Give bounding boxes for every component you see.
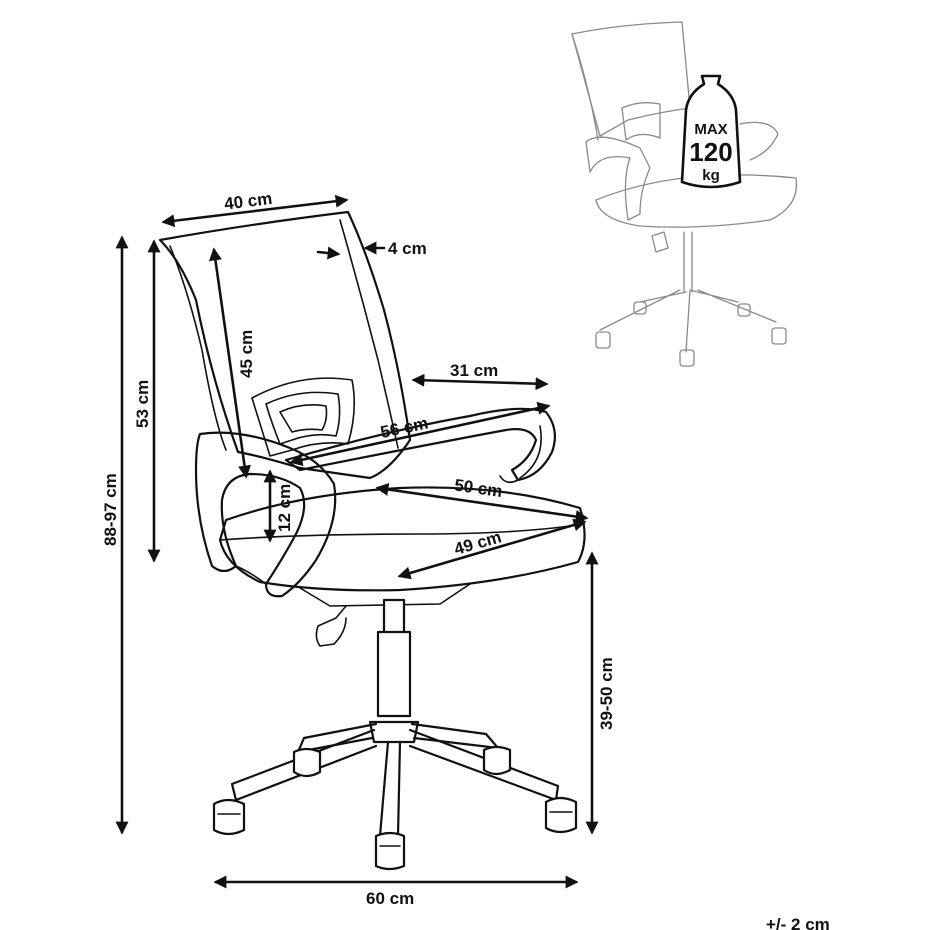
badge-max-text: MAX — [694, 121, 727, 138]
label-armrest-height: 12 cm — [275, 484, 294, 532]
dim-line-thickness-left — [316, 246, 341, 260]
dim-line-armrest-length — [411, 373, 549, 391]
label-seat-height: 39-50 cm — [597, 657, 616, 730]
label-base-width: 60 cm — [366, 889, 414, 908]
label-seat-width: 50 cm — [453, 475, 503, 501]
dim-line-arm-span — [289, 401, 551, 467]
label-back-height: 53 cm — [133, 380, 152, 428]
max-load-badge: MAX 120 kg — [680, 74, 742, 189]
label-total-height: 88-97 cm — [101, 473, 120, 546]
badge-value-text: 120 — [689, 137, 732, 167]
caster-back-right — [482, 745, 512, 776]
caster-front — [374, 831, 406, 871]
badge-unit-text: kg — [702, 167, 720, 184]
label-backrest-height: 45 cm — [237, 330, 256, 378]
caster-left — [212, 798, 246, 836]
label-armrest-length: 31 cm — [450, 361, 498, 380]
reference-chair-illustration — [571, 21, 798, 367]
caster-back-left — [292, 747, 322, 778]
label-tolerance: +/- 2 cm — [766, 915, 830, 930]
caster-right — [544, 796, 578, 834]
dim-line-backrest-height — [209, 247, 251, 479]
label-backrest-thickness: 4 cm — [388, 239, 427, 258]
dim-line-seat-width — [375, 483, 589, 523]
dim-line-backrest-width — [161, 194, 349, 228]
dim-line-seat-depth — [397, 518, 587, 580]
dimension-lines — [115, 194, 599, 889]
